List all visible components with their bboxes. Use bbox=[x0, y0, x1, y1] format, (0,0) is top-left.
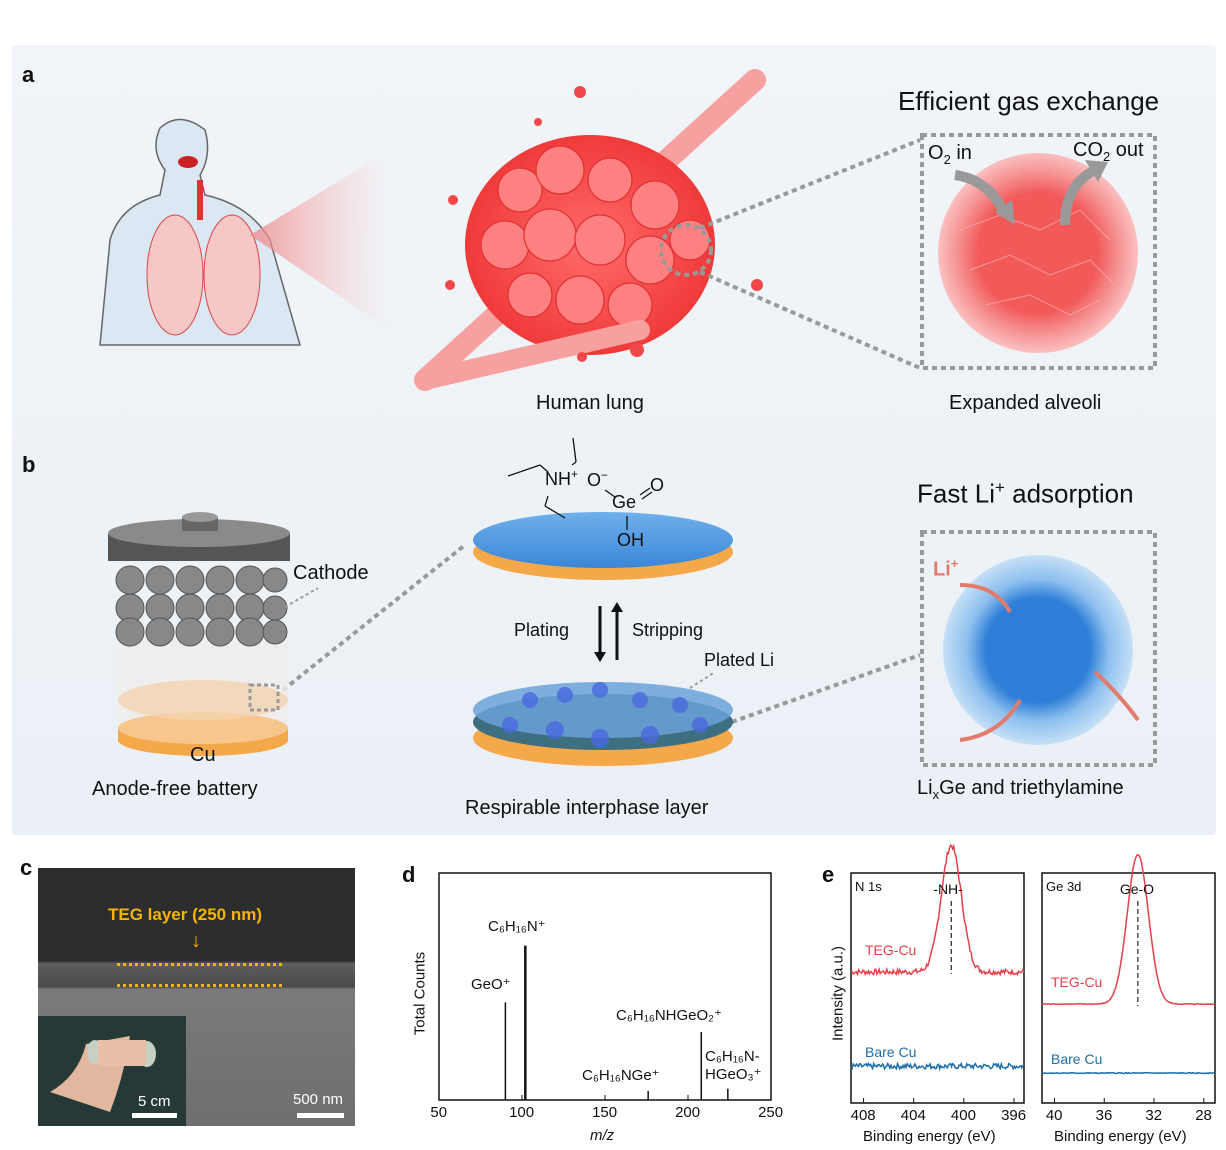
plating-label: Plating bbox=[514, 620, 570, 640]
core-level-title: Ge 3d bbox=[1046, 879, 1082, 894]
series-label: TEG-Cu bbox=[1051, 974, 1103, 991]
sem-scale-label: 500 nm bbox=[293, 1091, 344, 1108]
panel-label-d: d bbox=[402, 862, 416, 887]
molecule-oh: OH bbox=[617, 530, 644, 550]
co2-arrow bbox=[1060, 165, 1098, 226]
alveolus bbox=[938, 153, 1138, 353]
interphase-disc-bottom bbox=[473, 682, 733, 766]
li-plus-label: Li+ bbox=[933, 556, 959, 581]
x-tick-label-e: 400 bbox=[950, 1107, 976, 1124]
y-axis-label-d: Total Counts bbox=[411, 951, 429, 1036]
interphase-caption: Respirable interphase layer bbox=[465, 797, 709, 819]
lixge-caption: LixGe and triethylamine bbox=[917, 777, 1124, 802]
plated-li-label: Plated Li bbox=[704, 650, 775, 670]
molecule-o: O bbox=[650, 475, 665, 495]
series-label: Bare Cu bbox=[1051, 1051, 1103, 1068]
human-lung-caption: Human lung bbox=[536, 392, 644, 414]
gas-exchange-title: Efficient gas exchange bbox=[898, 86, 1160, 116]
battery-illustration bbox=[108, 512, 319, 756]
cathode-label: Cathode bbox=[293, 562, 369, 584]
panel-label-b: b bbox=[22, 452, 36, 477]
molecule-o-minus: O− bbox=[587, 469, 608, 490]
sem-scale-bar bbox=[297, 1113, 344, 1118]
molecule-ge: Ge bbox=[612, 492, 637, 512]
x-axis-label-e: Binding energy (eV) bbox=[863, 1128, 996, 1145]
series-label: Bare Cu bbox=[865, 1044, 917, 1061]
x-tick-label-d: 250 bbox=[758, 1104, 784, 1121]
x-tick-label-e: 32 bbox=[1145, 1107, 1163, 1124]
teg-layer-label: TEG layer (250 nm) bbox=[108, 905, 263, 924]
series-label: TEG-Cu bbox=[865, 941, 917, 958]
molecule-nh: NH+ bbox=[545, 468, 578, 489]
battery-caption: Anode-free battery bbox=[92, 778, 258, 800]
li-adsorption-title: Fast Li+ adsorption bbox=[917, 478, 1134, 509]
co2-out-label: CO2 out bbox=[1073, 139, 1144, 164]
inset-scale-label: 5 cm bbox=[138, 1093, 171, 1110]
xps-line-bare-cu bbox=[1041, 1071, 1216, 1075]
xps-line-teg-cu bbox=[1041, 854, 1216, 1006]
core-level-title: N 1s bbox=[855, 879, 882, 894]
li-bubble bbox=[943, 555, 1133, 745]
expanded-alveoli-caption: Expanded alveoli bbox=[949, 392, 1102, 414]
xps-line-bare-cu bbox=[850, 1061, 1025, 1072]
interphase-disc-top bbox=[473, 512, 733, 580]
x-tick-label-d: 200 bbox=[675, 1104, 701, 1121]
panel-label-c: c bbox=[20, 855, 33, 880]
teg-arrow-icon: ↓ bbox=[191, 930, 201, 952]
zoom-beam bbox=[250, 150, 390, 330]
x-tick-label-e: 40 bbox=[1045, 1107, 1063, 1124]
x-tick-label-e: 404 bbox=[900, 1107, 926, 1124]
xps-line-teg-cu bbox=[850, 843, 1025, 977]
panel-label-e: e bbox=[822, 862, 835, 887]
peak-label: GeO⁺ bbox=[471, 976, 511, 993]
panel-label-a: a bbox=[22, 62, 35, 87]
x-axis-label-e: Binding energy (eV) bbox=[1054, 1128, 1187, 1145]
lung-illustration bbox=[414, 69, 766, 391]
human-torso-illustration bbox=[99, 118, 301, 346]
teg-top-line bbox=[117, 963, 282, 966]
peak-label: C₆H₁₆N-HGeO₃⁺ bbox=[705, 1048, 762, 1083]
teg-bottom-line bbox=[117, 984, 282, 987]
inset-scale-bar bbox=[132, 1113, 177, 1118]
x-tick-label-d: 50 bbox=[430, 1104, 448, 1121]
plot-frame-e bbox=[850, 872, 1025, 1104]
molecule-bonds bbox=[507, 437, 653, 530]
peak-label: C₆H₁₆N⁺ bbox=[488, 918, 546, 935]
copper-foil-photo bbox=[38, 1016, 186, 1126]
peak-annotation: Ge-O bbox=[1119, 881, 1155, 897]
x-tick-label-e: 396 bbox=[1001, 1107, 1027, 1124]
cu-label: Cu bbox=[190, 744, 216, 766]
x-tick-label-d: 100 bbox=[509, 1104, 535, 1121]
peak-label: C₆H₁₆NGe⁺ bbox=[582, 1067, 660, 1084]
x-axis-label-d: m/z bbox=[590, 1127, 615, 1144]
x-tick-label-d: 150 bbox=[592, 1104, 618, 1121]
x-tick-label-e: 28 bbox=[1195, 1107, 1212, 1124]
o2-in-label: O2 in bbox=[928, 142, 972, 167]
peak-annotation: -NH- bbox=[933, 881, 963, 897]
plot-frame-e bbox=[1041, 872, 1216, 1104]
zoom-lines bbox=[281, 133, 1157, 767]
y-axis-label-e: Intensity (a.u.) bbox=[829, 945, 847, 1042]
x-tick-label-e: 36 bbox=[1095, 1107, 1113, 1124]
x-tick-label-e: 408 bbox=[850, 1107, 876, 1124]
li-arrow bbox=[959, 583, 1012, 614]
stripping-label: Stripping bbox=[632, 620, 704, 640]
peak-label: C₆H₁₆NHGeO₂⁺ bbox=[616, 1007, 722, 1024]
